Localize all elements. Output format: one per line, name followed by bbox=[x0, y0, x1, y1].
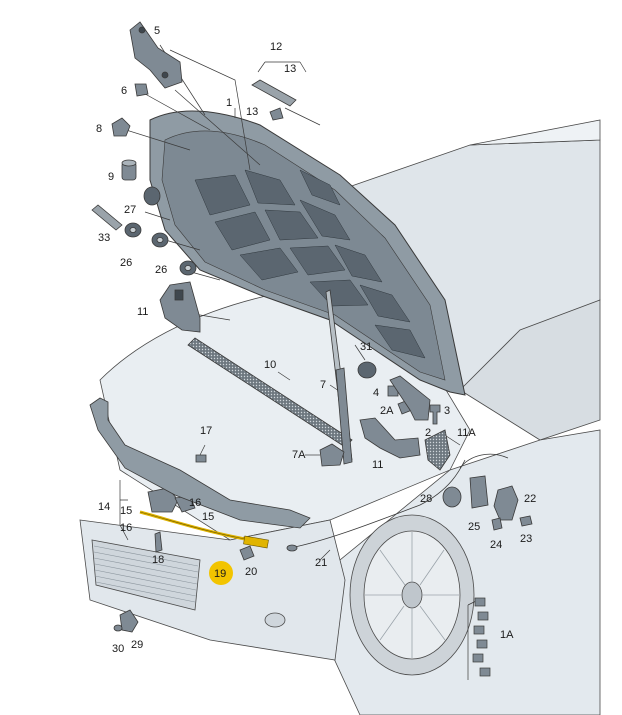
gas-strut-7 bbox=[325, 289, 353, 465]
label-3: 3 bbox=[444, 405, 450, 417]
clip-23 bbox=[519, 515, 533, 527]
grille bbox=[91, 539, 201, 611]
lock-parts bbox=[359, 375, 441, 459]
insulation-11A bbox=[424, 429, 451, 471]
label-21: 21 bbox=[315, 557, 327, 569]
label-5: 5 bbox=[154, 25, 160, 37]
label-23: 23 bbox=[520, 533, 532, 545]
label-26b: 26 bbox=[155, 264, 167, 276]
label-18: 18 bbox=[152, 554, 164, 566]
label-17: 17 bbox=[200, 425, 212, 437]
label-26a: 26 bbox=[120, 257, 132, 269]
label-31: 31 bbox=[360, 341, 372, 353]
label-6: 6 bbox=[121, 85, 127, 97]
label-13a: 13 bbox=[284, 63, 296, 75]
clip-13 bbox=[269, 107, 284, 121]
hood-hinge-5 bbox=[129, 21, 183, 89]
bolt-17 bbox=[195, 454, 207, 463]
label-7: 7 bbox=[320, 379, 326, 391]
label-2A: 2A bbox=[380, 405, 394, 417]
a-pillar bbox=[459, 299, 601, 441]
label-28: 28 bbox=[420, 493, 432, 505]
bracket-7A bbox=[319, 443, 345, 467]
striker-11 bbox=[159, 281, 201, 333]
label-12: 12 bbox=[270, 41, 282, 53]
label-30: 30 bbox=[112, 643, 124, 655]
label-16a: 16 bbox=[189, 497, 201, 509]
clips-18-20 bbox=[154, 531, 255, 561]
label-11b: 11 bbox=[372, 459, 383, 471]
label-27: 27 bbox=[124, 204, 136, 216]
front-wheel bbox=[349, 514, 475, 676]
cable-bracket-11 bbox=[359, 417, 421, 459]
label-25: 25 bbox=[468, 521, 480, 533]
grommets-26 bbox=[124, 222, 197, 276]
fog-light bbox=[264, 612, 286, 628]
release-cable-19 bbox=[139, 510, 269, 549]
label-13b: 13 bbox=[246, 106, 258, 118]
label-2: 2 bbox=[425, 427, 431, 439]
stop-9 bbox=[121, 159, 137, 181]
release-handle-parts bbox=[442, 475, 533, 531]
label-16b: 16 bbox=[120, 522, 132, 534]
label-29: 29 bbox=[131, 639, 143, 651]
label-22: 22 bbox=[524, 493, 536, 505]
buffer-8 bbox=[111, 117, 131, 137]
label-8: 8 bbox=[96, 123, 102, 135]
label-19: 19 bbox=[214, 568, 226, 580]
highlight-marker-19 bbox=[209, 561, 233, 585]
nut-6 bbox=[134, 83, 149, 97]
handle-28 bbox=[442, 486, 462, 508]
label-33: 33 bbox=[98, 232, 110, 244]
clip-24 bbox=[491, 517, 503, 531]
seal-10 bbox=[187, 337, 353, 448]
buffer-31 bbox=[357, 361, 377, 379]
label-11A: 11A bbox=[457, 427, 476, 439]
label-1: 1 bbox=[226, 97, 232, 109]
label-20: 20 bbox=[245, 566, 257, 578]
label-15a: 15 bbox=[120, 505, 132, 517]
bowden-cable-21 bbox=[286, 459, 466, 552]
bracket-29-30 bbox=[113, 609, 139, 633]
plenum-trim bbox=[89, 397, 311, 529]
screws-1A bbox=[472, 597, 491, 677]
part-labels: 5 6 12 13 1 13 8 9 27 33 26 26 11 10 31 … bbox=[96, 25, 536, 655]
label-7A: 7A bbox=[292, 449, 306, 461]
bracket-25 bbox=[469, 475, 489, 509]
label-9: 9 bbox=[108, 171, 114, 183]
label-10: 10 bbox=[264, 359, 276, 371]
label-4: 4 bbox=[373, 387, 379, 399]
lever-22 bbox=[493, 485, 519, 521]
label-15b: 15 bbox=[202, 511, 214, 523]
label-1A: 1A bbox=[500, 629, 514, 641]
label-24: 24 bbox=[490, 539, 502, 551]
strip-33 bbox=[91, 204, 123, 231]
trim-12 bbox=[251, 79, 297, 107]
bolt-3 bbox=[429, 404, 441, 425]
grille-bars bbox=[93, 545, 199, 603]
hood-cutouts bbox=[194, 169, 426, 359]
label-14: 14 bbox=[98, 501, 110, 513]
roof-edge bbox=[469, 119, 601, 146]
lock-2 bbox=[389, 375, 431, 421]
grommet-27 bbox=[143, 186, 161, 206]
label-11: 11 bbox=[137, 306, 148, 318]
